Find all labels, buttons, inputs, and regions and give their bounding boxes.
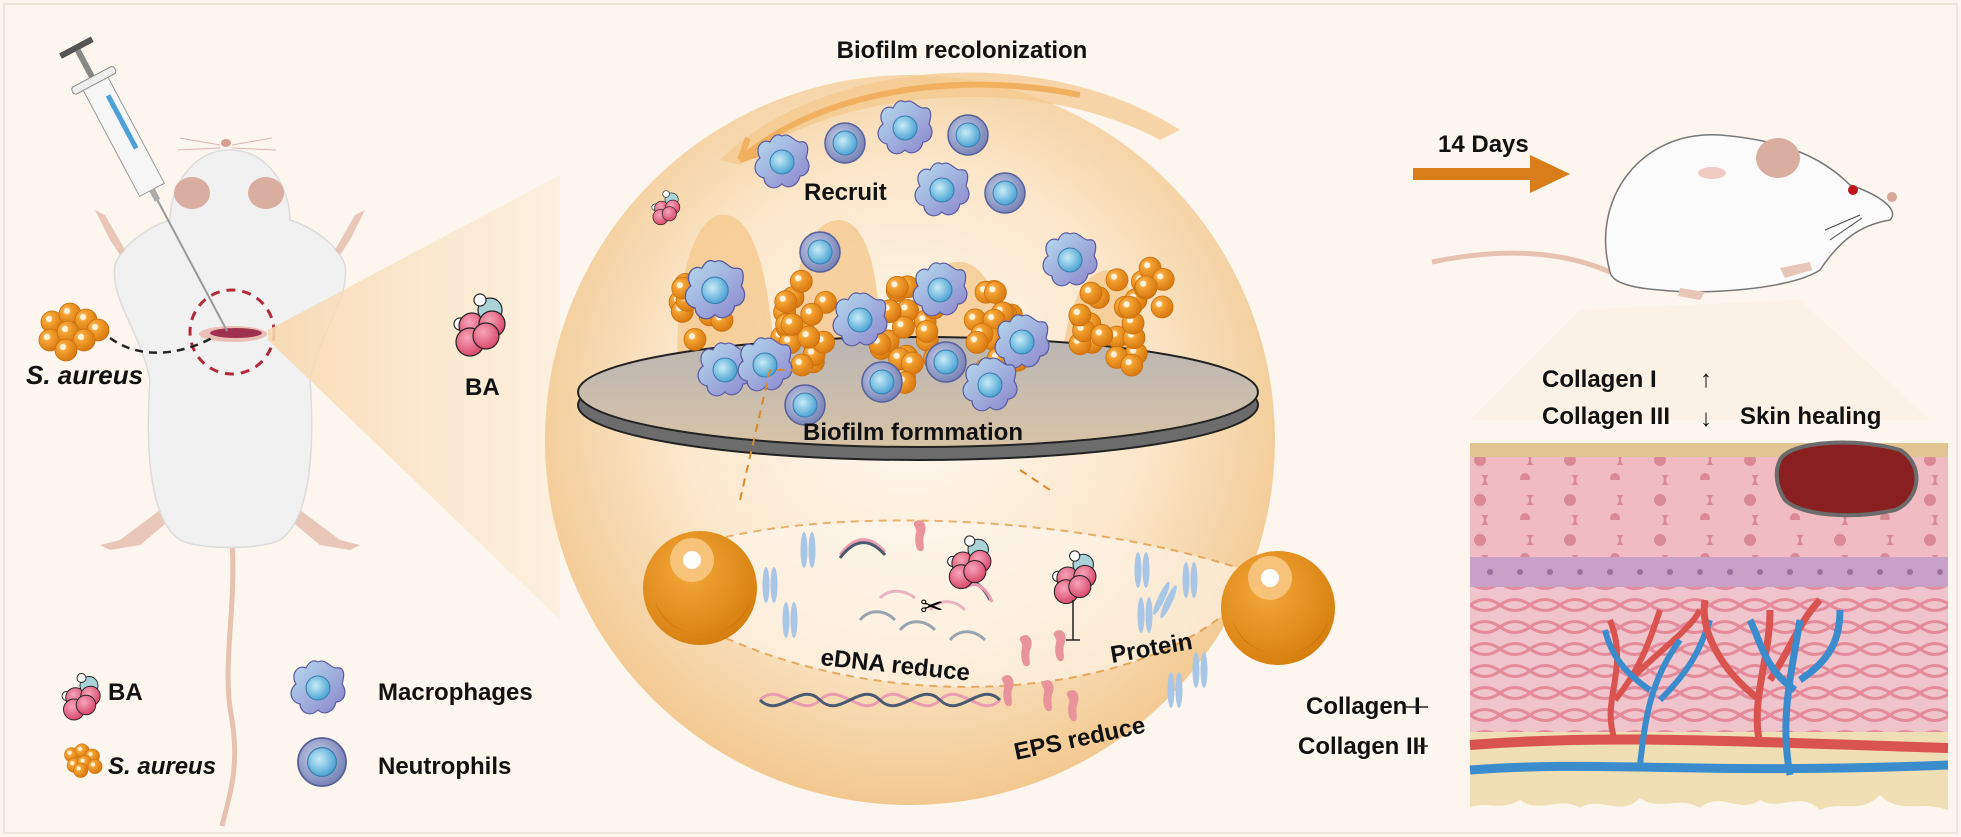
- mouse-nose-right: [1887, 192, 1897, 202]
- biofilm-bacterium: [683, 327, 707, 351]
- capillary-red-left: [1607, 608, 1703, 742]
- magnification-beam: [268, 175, 560, 620]
- scissors-icon: ✂: [920, 592, 943, 623]
- s-aureus-label: S. aureus: [26, 360, 143, 390]
- dna-double-helix-icon: [758, 692, 1002, 708]
- mouse-whiskers: [177, 137, 277, 151]
- recolonization-arrow: [738, 81, 1081, 163]
- legend: BA S. aureus Macrophages Neutrophils: [61, 660, 533, 787]
- biofilm-bacterium: [800, 302, 824, 326]
- collagen-iii-trend-label: Collagen III: [1542, 403, 1670, 430]
- mouse-front-paw-left: [95, 210, 125, 255]
- mouse-tail-right: [1431, 250, 1612, 275]
- vein: [1469, 760, 1949, 775]
- mouse-healed-illustration: [1431, 134, 1897, 300]
- mouse-hind-foot-right: [290, 510, 360, 550]
- biofilm-bacterium: [1090, 323, 1114, 347]
- inhibition-symbol: [1066, 600, 1080, 641]
- mouse-tail: [219, 519, 238, 827]
- legend-macrophages-label: Macrophages: [378, 679, 533, 706]
- biofilm-bacterium: [1118, 295, 1142, 319]
- biofilm-bacterium: [1105, 268, 1129, 292]
- biofilm-bacterium: [1068, 303, 1092, 327]
- mouse-ear-right: [248, 177, 284, 209]
- biofilm-recolonization-label: Biofilm recolonization: [837, 37, 1088, 64]
- biofilm-bacterium: [789, 269, 813, 293]
- skin-cross-section: [1469, 440, 1949, 810]
- biofilm-bacterium: [780, 312, 804, 336]
- capillary-blue-right: [1746, 609, 1844, 776]
- mouse-hind-foot-left: [100, 510, 170, 550]
- syringe-icon: [59, 36, 228, 332]
- biofilm-bacterium: [965, 330, 989, 354]
- biofilm-bacterium: [790, 353, 814, 377]
- basement-membrane-layer: [1470, 557, 1948, 587]
- legend-neutrophil-icon: [297, 737, 347, 787]
- fourteen-days-label: 14 Days: [1438, 131, 1529, 158]
- collagen-i-trend-label: Collagen I: [1542, 366, 1657, 393]
- biofilm-bacterium: [1150, 295, 1174, 319]
- biofilm-bacterium: [1120, 353, 1144, 377]
- biofilm-bacterium: [915, 319, 939, 343]
- legend-s-aureus-label: S. aureus: [108, 753, 216, 780]
- biofilm-bacterium: [885, 275, 909, 299]
- mouse-ear-left: [174, 177, 210, 209]
- dermis-collagen: [1470, 587, 1948, 732]
- time-arrow: [1413, 155, 1570, 193]
- mouse-nose: [221, 139, 231, 147]
- wound-infection: [210, 328, 262, 338]
- mouse-whiskers-right: [1824, 214, 1863, 241]
- collagen-iii-pointer-label: Collagen III: [1298, 733, 1426, 760]
- biofilm-bacterium: [1079, 281, 1103, 305]
- biofilm-bacterium: [983, 280, 1007, 304]
- biofilm-formation-label: Biofilm formmation: [803, 419, 1023, 446]
- skin-magnification-beam: [1470, 300, 1930, 420]
- skin-healing-label: Skin healing: [1740, 403, 1881, 430]
- mouse-eye: [1848, 185, 1858, 195]
- healing-scab: [1774, 440, 1919, 518]
- legend-neutrophils-label: Neutrophils: [378, 753, 511, 780]
- collagen-iii-down-arrow-icon: ↓: [1700, 405, 1712, 432]
- biofilm-bacterium: [774, 290, 798, 314]
- mouse-ear-right-side: [1756, 138, 1800, 178]
- recruit-label: Recruit: [804, 179, 887, 206]
- biofilm-bacterium: [900, 351, 924, 375]
- basement-membrane-dots: [1487, 569, 1943, 575]
- collagen-i-up-arrow-icon: ↑: [1700, 366, 1712, 393]
- mouse-front-paw-right: [335, 210, 365, 255]
- s-aureus-large-left: [643, 531, 757, 645]
- artery: [1469, 734, 1949, 753]
- ba-label: BA: [465, 374, 500, 401]
- zoom-dashed-lines: [739, 369, 1051, 501]
- biofilm-bacterium: [1134, 275, 1158, 299]
- recolonization-arrow-band: [720, 72, 1180, 165]
- healed-wound-spot: [1698, 167, 1726, 179]
- collagen-i-pointer-label: Collagen I: [1306, 693, 1421, 720]
- legend-ba-label: BA: [108, 679, 143, 706]
- mouse-supine-illustration: [95, 137, 365, 827]
- s-aureus-large-right: [1221, 551, 1335, 665]
